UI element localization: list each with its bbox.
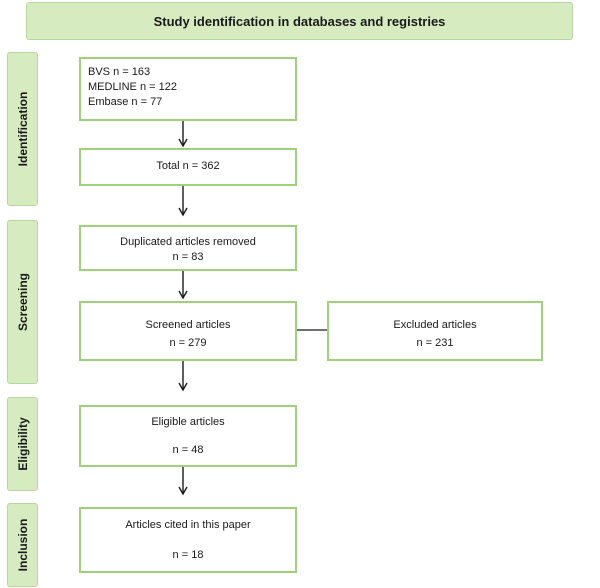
stage-eligibility: Eligibility (7, 397, 38, 491)
screened-title: Screened articles (145, 319, 231, 331)
sources-box: BVS n = 163 MEDLINE n = 122 Embase n = 7… (79, 57, 297, 121)
included-title: Articles cited in this paper (125, 519, 251, 531)
stage-inclusion: Inclusion (7, 503, 38, 587)
duplicates-title: Duplicated articles removed (120, 236, 256, 248)
source-medline: MEDLINE n = 122 (88, 81, 177, 93)
excluded-title: Excluded articles (393, 319, 477, 331)
eligible-count: n = 48 (172, 444, 204, 456)
excluded-count: n = 231 (416, 337, 454, 349)
screened-box: Screened articles n = 279 (79, 301, 297, 361)
total-box: Total n = 362 (79, 148, 297, 186)
eligible-title: Eligible articles (151, 416, 225, 428)
included-box: Articles cited in this paper n = 18 (79, 507, 297, 573)
duplicates-box: Duplicated articles removed n = 83 (79, 225, 297, 271)
screened-count: n = 279 (169, 337, 207, 349)
stage-screening: Screening (7, 220, 38, 384)
included-count: n = 18 (172, 549, 204, 561)
eligible-box: Eligible articles n = 48 (79, 405, 297, 467)
duplicates-count: n = 83 (172, 251, 204, 263)
stage-identification: Identification (7, 52, 38, 206)
source-embase: Embase n = 77 (88, 96, 163, 108)
excluded-box: Excluded articles n = 231 (327, 301, 543, 361)
diagram-title: Study identification in databases and re… (26, 2, 573, 40)
total-label: Total n = 362 (156, 160, 220, 172)
source-bvs: BVS n = 163 (88, 66, 151, 78)
